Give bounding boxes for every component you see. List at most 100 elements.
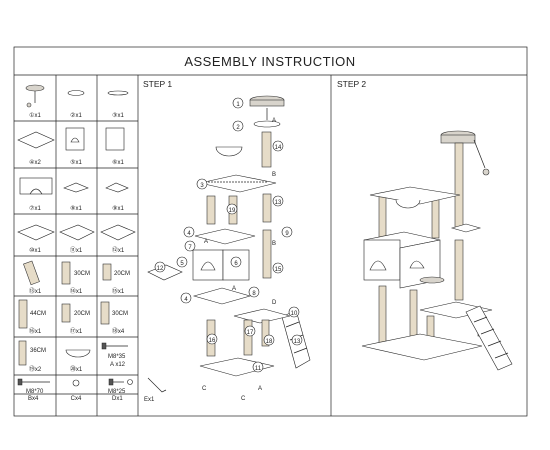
part-6-icon <box>105 127 125 151</box>
callout-a3: A <box>232 286 236 292</box>
part-12-icon <box>100 224 136 241</box>
part-18-length: 30CM <box>112 311 128 317</box>
callout-a1: A <box>272 118 276 124</box>
callout-9: 9 <box>285 231 289 237</box>
callout-d1: D <box>272 300 277 306</box>
part-15-icon <box>102 263 112 281</box>
washer-c-icon <box>72 379 80 387</box>
bolt-a-icon <box>101 342 128 350</box>
callout-a4: A <box>258 386 262 392</box>
part-14-length: 30CM <box>74 271 90 277</box>
bolt-b-size: M8*70 <box>26 389 44 395</box>
callout-15: 15 <box>275 267 282 273</box>
step1-label: STEP 1 <box>143 79 172 89</box>
part-16-icon <box>18 299 28 329</box>
part-11-qty: ⑪x1 <box>70 246 83 254</box>
callout-8: 8 <box>252 291 256 297</box>
page-title: ASSEMBLY INSTRUCTION <box>184 54 355 69</box>
callout-5: 5 <box>180 261 184 267</box>
callout-1: 1 <box>236 102 240 108</box>
part-17-length: 20CM <box>74 311 90 317</box>
part-2-qty: ②x1 <box>70 112 82 119</box>
part-5-icon <box>65 127 85 151</box>
part-17-qty: ⑰x1 <box>70 327 83 335</box>
callout-3: 3 <box>200 183 204 189</box>
step1-exploded-view <box>147 95 311 377</box>
part-18-qty: ⑱x4 <box>112 327 125 335</box>
callout-7: 7 <box>188 245 192 251</box>
step1-callouts: 1 2 14 3 19 13 4 9 7 5 6 12 15 4 8 10 16… <box>154 97 303 402</box>
callout-b2: B <box>272 241 276 247</box>
part-18-icon <box>100 301 110 325</box>
part-19-qty: ⑲x2 <box>29 365 42 373</box>
allen-key-e-icon <box>147 377 167 393</box>
part-8-icon <box>63 182 89 193</box>
part-17-icon <box>61 303 71 323</box>
part-14-icon <box>61 261 71 285</box>
bolt-b-qty: Bx4 <box>28 396 39 402</box>
part-19-length: 36CM <box>30 348 46 354</box>
bolt-d-qty: Dx1 <box>112 396 123 402</box>
part-11-icon <box>59 224 95 241</box>
part-19-icon <box>18 340 27 366</box>
part-3-qty: ③x1 <box>112 112 124 119</box>
callout-12: 12 <box>157 266 164 272</box>
callout-19: 19 <box>229 208 236 214</box>
step2-assembled-tree <box>361 130 513 371</box>
bolt-b-label: M8*70 Bx4 <box>26 389 45 402</box>
part-7-qty: ⑦x1 <box>29 205 41 212</box>
part-4-icon <box>17 131 55 149</box>
part-7-icon <box>19 177 53 195</box>
callout-10: 10 <box>291 311 298 317</box>
callout-11: 11 <box>255 366 262 372</box>
callout-4a: 4 <box>187 231 191 237</box>
callout-6: 6 <box>234 261 238 267</box>
callout-13b: 13 <box>294 339 301 345</box>
bolt-d-size: M8*25 <box>108 389 126 395</box>
parts-grid <box>14 75 138 416</box>
callout-2: 2 <box>236 125 240 131</box>
part-4-qty: ④x2 <box>29 159 41 166</box>
callout-4b: 4 <box>184 297 188 303</box>
bolt-b-icon <box>17 378 50 386</box>
callout-17: 17 <box>247 330 254 336</box>
part-3-icon <box>107 90 129 96</box>
part-9-qty: ⑨x1 <box>112 205 124 212</box>
callout-18: 18 <box>266 339 273 345</box>
bolt-d-label: M8*25 Dx1 <box>108 389 127 402</box>
part-10-icon <box>17 224 55 241</box>
allen-key-e-qty: Ex1 <box>144 397 155 403</box>
bolt-a-qty: A x12 <box>110 362 126 368</box>
part-15-length: 20CM <box>114 271 130 277</box>
part-16-length: 44CM <box>30 311 46 317</box>
callout-b1: B <box>272 172 276 178</box>
part-20-icon <box>65 349 91 358</box>
part-9-icon <box>105 182 129 193</box>
part-20-qty: ⑳x1 <box>70 365 83 373</box>
part-1-icon <box>25 84 45 108</box>
sheet-frame <box>13 46 528 417</box>
part-13-icon <box>23 260 40 286</box>
part-5-qty: ⑤x1 <box>70 159 82 166</box>
bolt-d-icon <box>108 378 133 386</box>
callout-14: 14 <box>275 145 282 151</box>
part-10-qty: ⑩x1 <box>29 247 41 254</box>
part-6-qty: ⑥x1 <box>112 159 124 166</box>
part-8-qty: ⑧x1 <box>70 205 82 212</box>
part-13-qty: ⑬x1 <box>29 287 42 295</box>
part-16-qty: ⑯x1 <box>29 327 42 335</box>
part-14-qty: ⑭x1 <box>70 287 83 295</box>
part-15-qty: ⑮x1 <box>112 287 125 295</box>
part-2-icon <box>67 90 85 96</box>
callout-c1: C <box>202 386 207 392</box>
callout-16: 16 <box>209 338 216 344</box>
bolt-a-size: M8*35 <box>108 354 126 360</box>
callout-a2: A <box>204 239 208 245</box>
washer-c-qty: Cx4 <box>71 396 82 402</box>
callout-c2: C <box>241 396 246 402</box>
callout-13: 13 <box>275 200 282 206</box>
part-12-qty: ⑫x1 <box>112 246 125 254</box>
part-1-qty: ①x1 <box>29 112 41 119</box>
step2-label: STEP 2 <box>337 79 366 89</box>
